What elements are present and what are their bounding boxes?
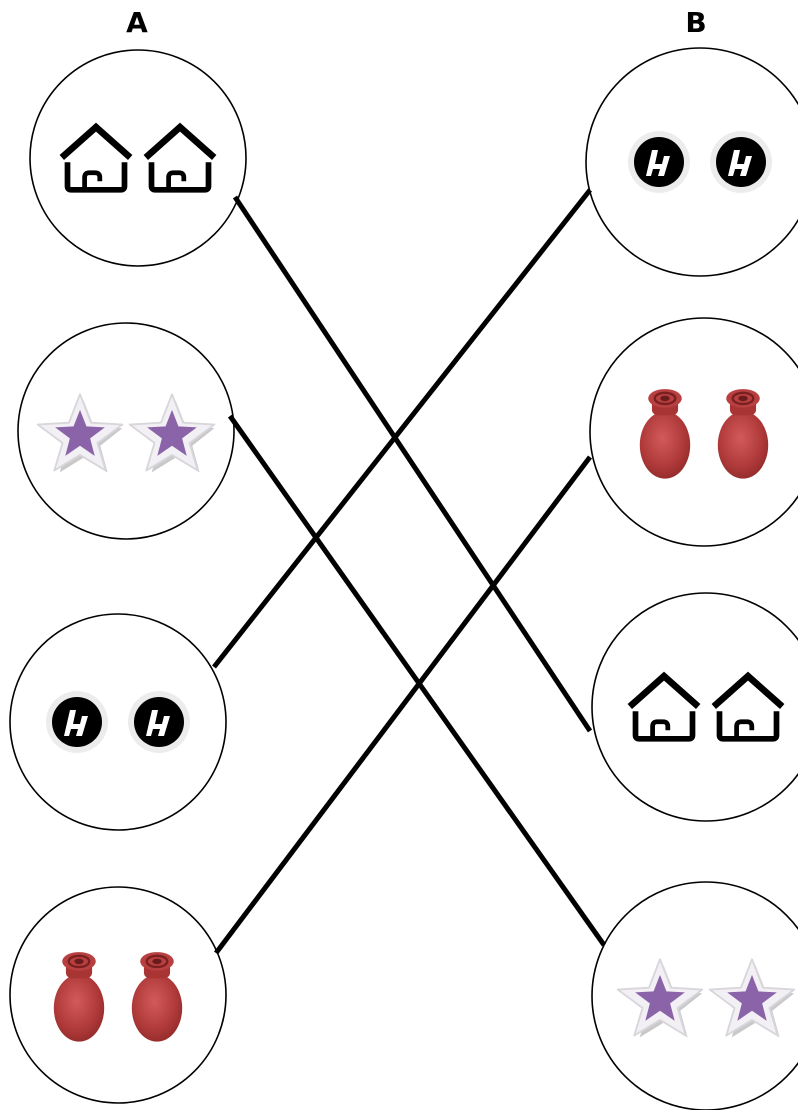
column-a-label: A	[126, 6, 148, 39]
column-b	[586, 48, 798, 1110]
column-b-item-4[interactable]	[592, 882, 798, 1110]
column-b-item-2[interactable]	[590, 318, 798, 546]
match-line-4	[216, 457, 590, 953]
column-b-circle-2[interactable]	[590, 318, 798, 546]
column-a-item-3[interactable]	[10, 614, 226, 830]
match-lines	[214, 190, 604, 953]
ball-icon	[128, 691, 190, 753]
column-a-item-4[interactable]	[10, 887, 226, 1103]
column-b-item-1[interactable]	[586, 48, 798, 276]
ball-icon	[628, 131, 690, 193]
column-a-item-2[interactable]	[18, 323, 234, 539]
match-line-1	[235, 197, 590, 731]
match-line-3	[214, 190, 590, 667]
ball-icon	[710, 131, 772, 193]
ball-icon	[46, 691, 108, 753]
column-a	[10, 50, 246, 1103]
column-b-item-3[interactable]	[592, 593, 798, 821]
column-a-circle-4[interactable]	[10, 887, 226, 1103]
column-a-circle-3[interactable]	[10, 614, 226, 830]
column-a-item-1[interactable]	[30, 50, 246, 266]
match-line-2	[230, 416, 604, 945]
column-b-label: B	[685, 6, 706, 39]
